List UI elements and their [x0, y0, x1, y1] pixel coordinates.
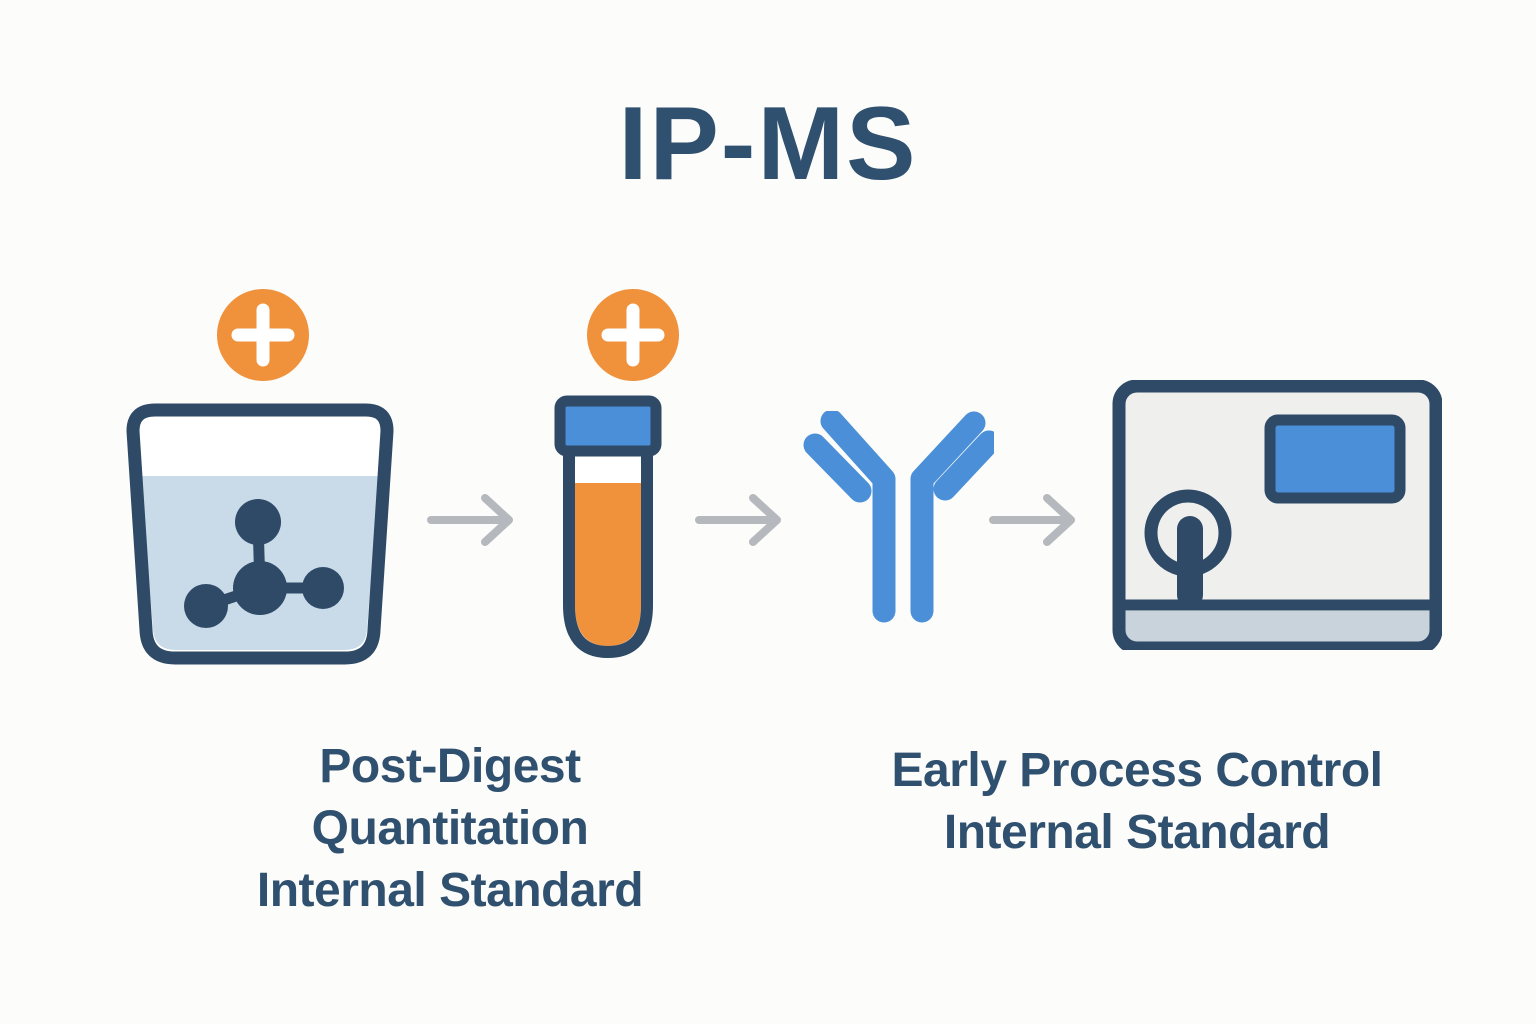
- plus-icon: [587, 289, 679, 381]
- instrument-outline: [1112, 380, 1442, 650]
- instrument-screen: [1264, 414, 1406, 504]
- diagram-title: IP-MS: [618, 86, 918, 202]
- plus-glyph: [231, 303, 295, 367]
- label-line: Post-Digest: [319, 740, 581, 793]
- mass-spectrometer-icon: [1112, 380, 1442, 650]
- tube-outline: [563, 446, 653, 659]
- label-post-digest: Post-Digest Quantitation Internal Standa…: [170, 736, 730, 922]
- arrow-right-icon: [989, 494, 1075, 546]
- label-line: Early Process Control: [891, 744, 1383, 797]
- heavy-chain-left: [820, 411, 896, 623]
- sample-container-icon: [126, 403, 394, 665]
- light-chain-left: [803, 433, 872, 503]
- arrow-right-icon: [427, 494, 513, 546]
- label-line: Internal Standard: [256, 864, 644, 917]
- heavy-chain-right: [910, 411, 986, 623]
- molecule-icon: [184, 499, 344, 628]
- tube-liquid: [575, 483, 641, 646]
- label-line: Quantitation: [311, 802, 589, 855]
- test-tube-icon: [554, 395, 662, 659]
- light-chain-right: [933, 430, 994, 501]
- plus-glyph: [601, 303, 665, 367]
- label-early-process-control: Early Process Control Internal Standard: [857, 740, 1417, 864]
- beaker-outline: [126, 403, 394, 665]
- arrow-right-icon: [695, 494, 781, 546]
- label-line: Internal Standard: [943, 806, 1331, 859]
- tube-cap: [554, 395, 662, 457]
- antibody-icon: [803, 411, 994, 623]
- plus-icon: [217, 289, 309, 381]
- inlet-stem: [1177, 516, 1203, 608]
- instrument-base: [1120, 611, 1434, 642]
